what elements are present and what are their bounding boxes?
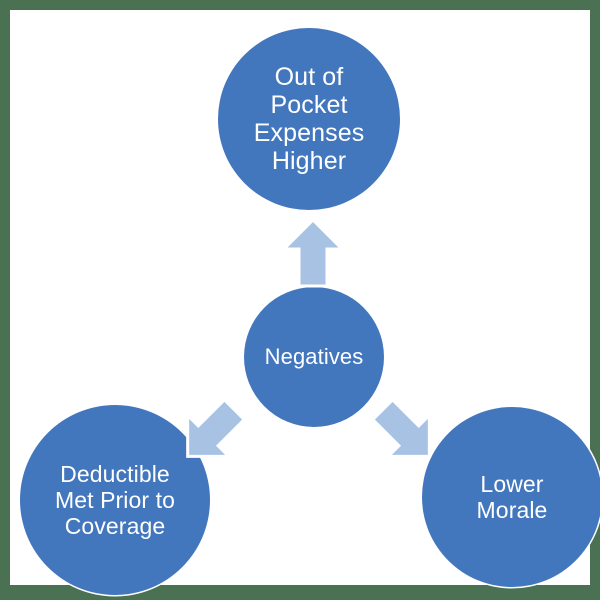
arrow-down-left-icon [164,386,257,479]
diagram-content-area: Out of Pocket Expenses Higher Negatives … [10,10,600,595]
node-negatives[interactable]: Negatives [244,287,384,427]
node-label-deductible-met-prior-to-coverage: Deductible Met Prior to Coverage [54,461,176,539]
arrow-up-icon [280,217,346,288]
arrow-down-right-icon [359,386,452,479]
node-label-negatives: Negatives [264,343,364,369]
node-label-lower-morale: Lower Morale [476,471,548,523]
node-lower-morale[interactable]: Lower Morale [422,407,600,587]
node-out-of-pocket-expenses-higher[interactable]: Out of Pocket Expenses Higher [218,28,400,210]
node-deductible-met-prior-to-coverage[interactable]: Deductible Met Prior to Coverage [20,405,210,595]
node-label-out-of-pocket-expenses-higher: Out of Pocket Expenses Higher [253,62,365,176]
